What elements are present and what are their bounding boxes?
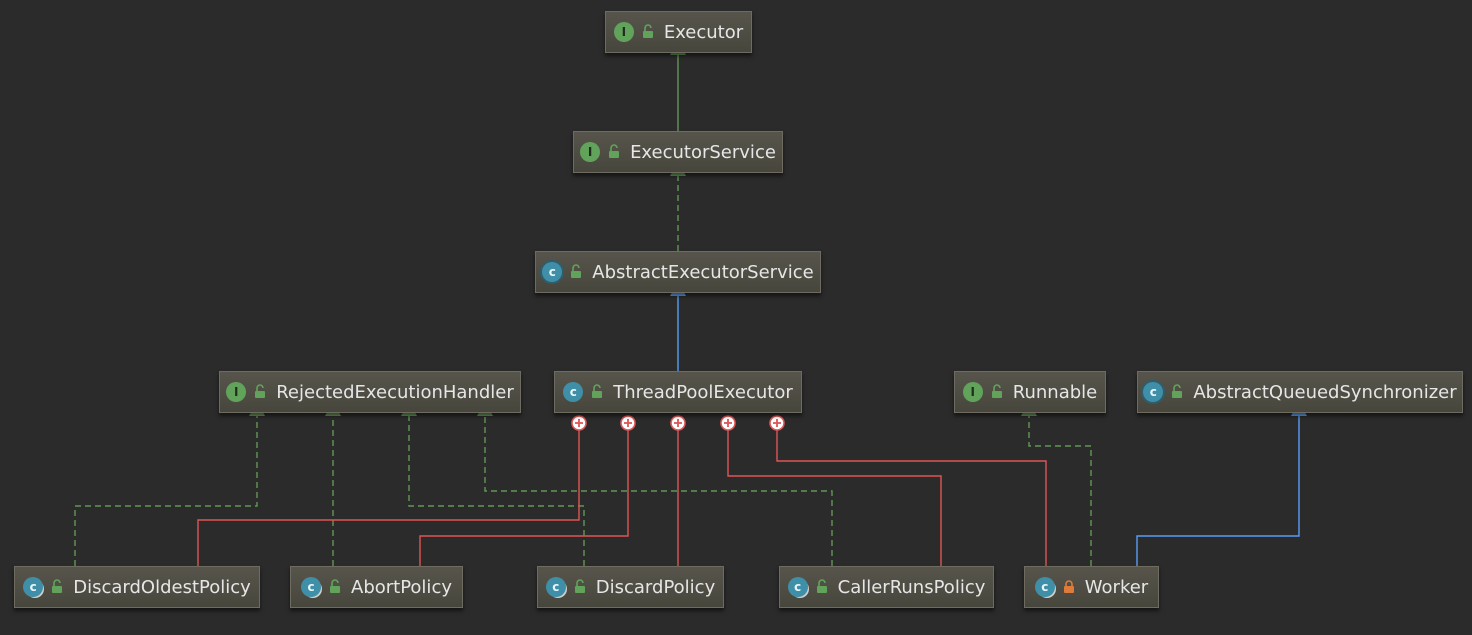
- implements-edge: [477, 401, 833, 566]
- public-unlock-icon: [1172, 384, 1183, 398]
- node-executor[interactable]: I Executor: [605, 11, 752, 53]
- node-abstract-executor-service[interactable]: c AbstractExecutorService: [535, 251, 821, 293]
- public-unlock-icon: [52, 579, 63, 593]
- interface-icon: I: [226, 382, 247, 402]
- inner-class-plus-icon: [769, 415, 785, 431]
- implements-edge: [1021, 401, 1092, 566]
- interface-icon: I: [580, 142, 601, 162]
- class-icon: c: [1034, 577, 1055, 597]
- interface-icon: I: [962, 382, 983, 402]
- node-label: AbortPolicy: [351, 576, 452, 598]
- public-unlock-icon: [609, 144, 620, 158]
- node-label: CallerRunsPolicy: [837, 576, 986, 598]
- node-label: Runnable: [1012, 381, 1098, 403]
- public-unlock-icon: [255, 384, 266, 398]
- inner-class-edge: [776, 423, 1047, 566]
- node-label: AbstractExecutorService: [592, 261, 814, 283]
- node-caller-runs-policy[interactable]: c CallerRunsPolicy: [779, 566, 994, 608]
- abstract-class-icon: c: [1143, 382, 1164, 402]
- node-thread-pool-executor[interactable]: c ThreadPoolExecutor: [554, 371, 802, 413]
- extends-edge: [1136, 401, 1307, 566]
- inner-class-plus-icon: [620, 415, 636, 431]
- inner-class-plus-icon: [571, 415, 587, 431]
- node-label: Executor: [663, 21, 744, 43]
- private-lock-icon: [1063, 580, 1074, 593]
- node-discard-policy[interactable]: c DiscardPolicy: [537, 566, 724, 608]
- inner-class-edge: [197, 423, 580, 566]
- inner-class-edge: [727, 423, 942, 566]
- class-icon: c: [23, 577, 44, 597]
- node-label: DiscardPolicy: [595, 576, 716, 598]
- interface-icon: I: [613, 22, 634, 42]
- class-icon: c: [787, 577, 808, 597]
- node-label: RejectedExecutionHandler: [276, 381, 514, 403]
- node-label: AbstractQueuedSynchronizer: [1193, 381, 1457, 403]
- class-icon: c: [301, 577, 321, 597]
- node-rejected-execution-handler[interactable]: I RejectedExecutionHandler: [219, 371, 521, 413]
- node-label: DiscardOldestPolicy: [73, 576, 251, 598]
- node-abstract-queued-synchronizer[interactable]: c AbstractQueuedSynchronizer: [1137, 371, 1463, 413]
- public-unlock-icon: [816, 579, 827, 593]
- node-label: ThreadPoolExecutor: [613, 381, 793, 403]
- node-executor-service[interactable]: I ExecutorService: [573, 131, 783, 173]
- node-worker[interactable]: c Worker: [1024, 566, 1159, 608]
- public-unlock-icon: [574, 579, 585, 593]
- public-unlock-icon: [991, 384, 1002, 398]
- implements-edge: [74, 401, 265, 566]
- inner-class-plus-icon: [720, 415, 736, 431]
- node-label: Worker: [1084, 576, 1149, 598]
- node-runnable[interactable]: I Runnable: [954, 371, 1106, 413]
- public-unlock-icon: [642, 24, 653, 38]
- public-unlock-icon: [330, 579, 340, 593]
- public-unlock-icon: [571, 264, 582, 278]
- abstract-class-icon: c: [542, 262, 563, 282]
- public-unlock-icon: [592, 384, 603, 398]
- node-label: ExecutorService: [630, 141, 776, 163]
- node-abort-policy[interactable]: c AbortPolicy: [290, 566, 463, 608]
- inner-class-edge: [419, 423, 629, 566]
- class-icon: c: [545, 577, 566, 597]
- class-icon: c: [563, 382, 584, 402]
- node-discard-oldest-policy[interactable]: c DiscardOldestPolicy: [14, 566, 260, 608]
- inner-class-plus-icon: [670, 415, 686, 431]
